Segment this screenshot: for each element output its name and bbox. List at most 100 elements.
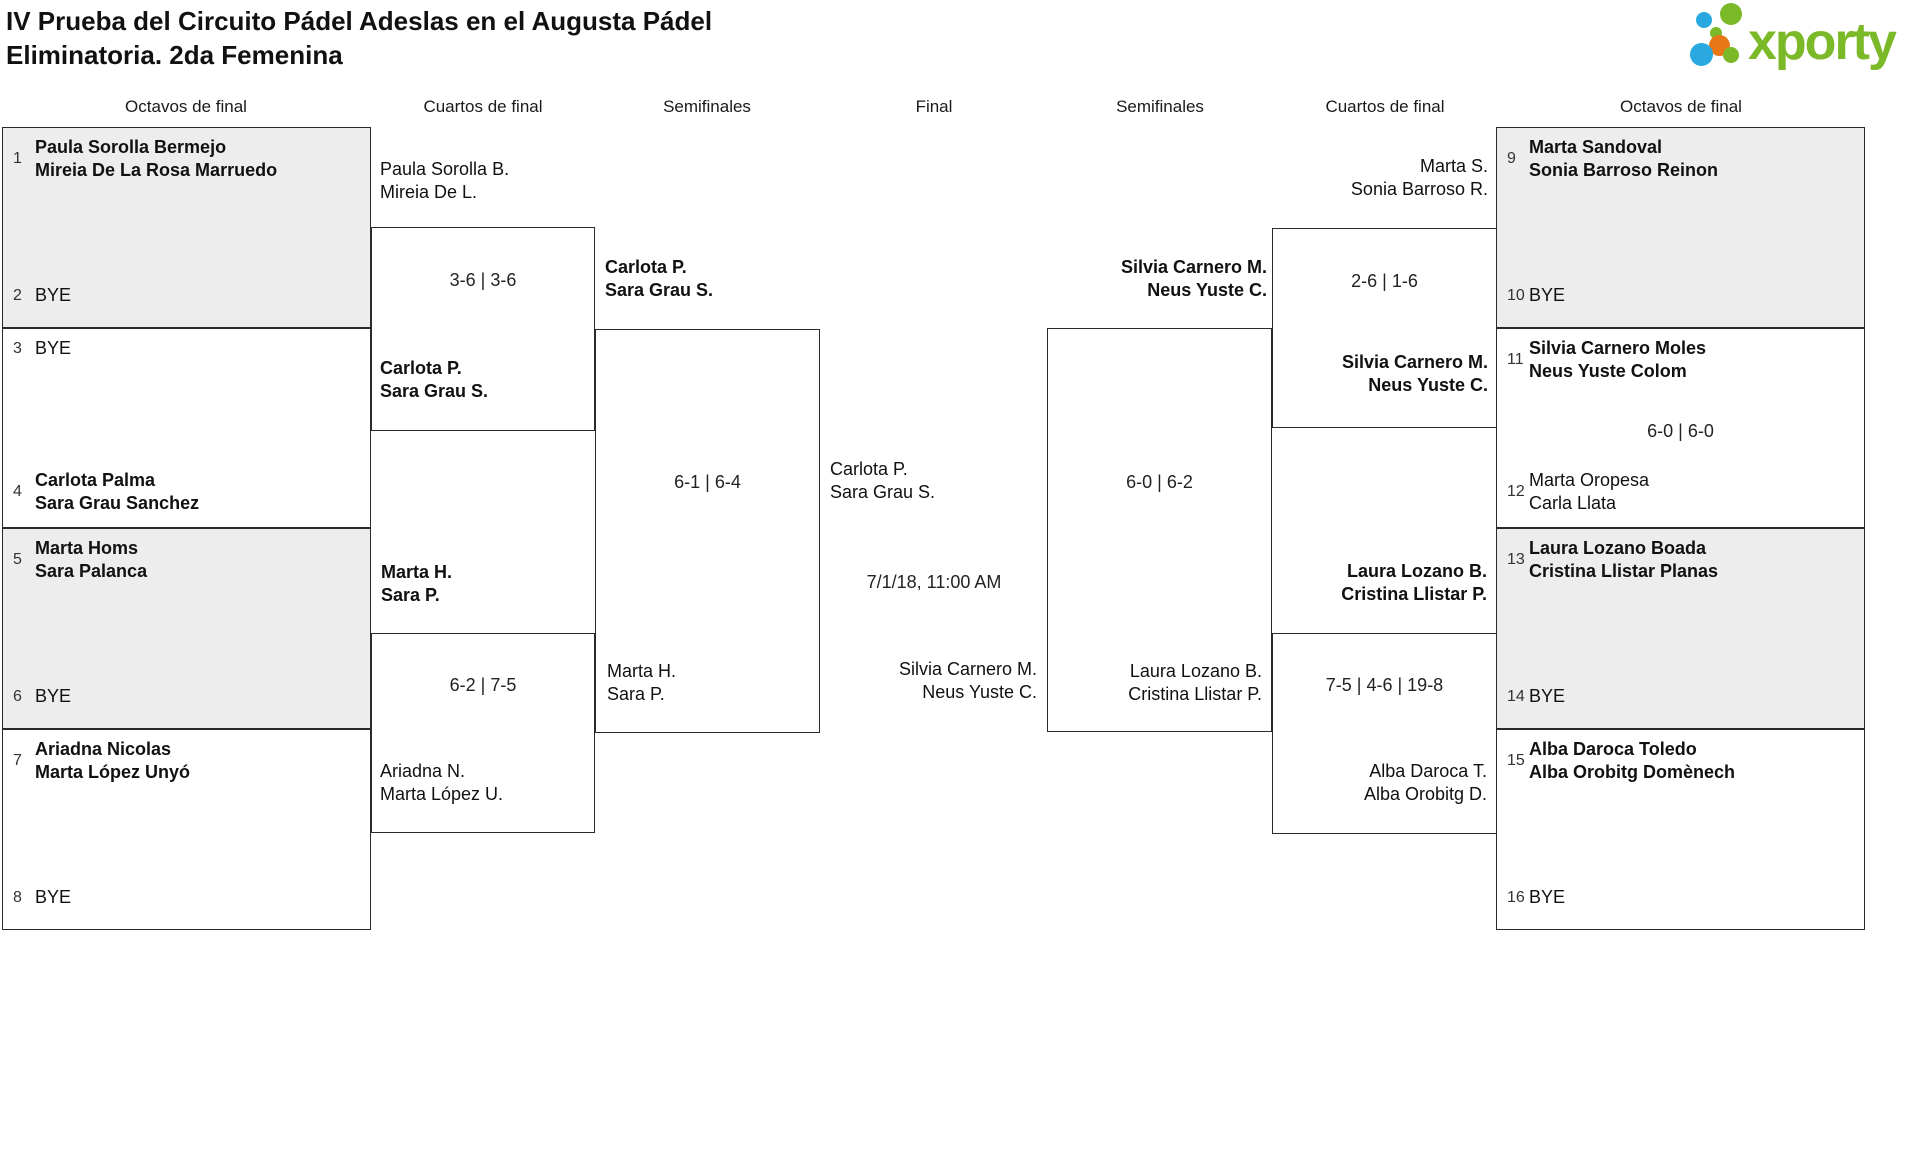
cuartos-l2-top-team: Marta H.Sara P. — [381, 562, 453, 605]
seed-number: 3 — [13, 339, 22, 357]
match-score: 6-0 | 6-0 — [1647, 421, 1714, 441]
match-box-cuartos-l1 — [371, 227, 595, 431]
seed-number: 10 — [1507, 286, 1525, 304]
round-header-cuartos-right: Cuartos de final — [1325, 97, 1445, 116]
team-names: BYE — [1529, 285, 1566, 305]
seed-number: 15 — [1507, 752, 1525, 769]
team-names: BYE — [35, 887, 72, 907]
round-header-octavos-right: Octavos de final — [1620, 97, 1742, 116]
bracket-slot: 14 BYE — [1507, 685, 1858, 708]
round-header-semis-left: Semifinales — [663, 97, 751, 116]
seed-number: 13 — [1507, 551, 1525, 568]
logo-dot-icon — [1690, 43, 1713, 66]
cuartos-r1-top-team: Marta S.Sonia Barroso R. — [1350, 156, 1488, 199]
cuartos-l2-score: 6-2 | 7-5 — [449, 675, 517, 695]
seed-number: 9 — [1507, 150, 1516, 167]
semifinal-left-top-team: Carlota P.Sara Grau S. — [605, 257, 714, 300]
page-title: IV Prueba del Circuito Pádel Adeslas en … — [6, 4, 712, 72]
cuartos-r2-top-team: Laura Lozano B.Cristina Llistar P. — [1341, 561, 1487, 604]
cuartos-l1-top-team: Paula Sorolla B.Mireia De L. — [380, 159, 510, 202]
final-left-team: Carlota P.Sara Grau S. — [830, 459, 936, 502]
seed-number: 4 — [13, 483, 22, 500]
final-right-team: Silvia Carnero M.Neus Yuste C. — [898, 659, 1037, 702]
bracket-slot: 6 BYE — [13, 685, 364, 708]
round-header-final: Final — [915, 97, 953, 116]
cuartos-l1-bottom-team: Carlota P.Sara Grau S. — [380, 358, 489, 401]
match-box-cuartos-r2 — [1272, 633, 1497, 834]
seed-number: 1 — [13, 150, 22, 167]
bracket-slot: 10 BYE — [1507, 284, 1858, 307]
semifinal-right-bottom-team: Laura Lozano B.Cristina Llistar P. — [1128, 661, 1262, 704]
cuartos-r1-score: 2-6 | 1-6 — [1351, 271, 1418, 291]
logo-dot-icon — [1723, 47, 1739, 63]
logo-dot-icon — [1696, 12, 1712, 28]
cuartos-r1-bottom-team: Silvia Carnero M.Neus Yuste C. — [1341, 352, 1488, 395]
xporty-logo[interactable]: xporty — [0, 0, 1920, 90]
final-schedule: 7/1/18, 11:00 AM — [866, 572, 1002, 592]
semifinal-right-top-team: Silvia Carnero M.Neus Yuste C. — [1120, 257, 1267, 300]
seed-number: 8 — [13, 888, 22, 906]
logo-wordmark: xporty — [1748, 13, 1897, 71]
team-names: BYE — [35, 338, 72, 358]
seed-number: 2 — [13, 286, 22, 304]
page-title-line1: IV Prueba del Circuito Pádel Adeslas en … — [6, 6, 713, 36]
round-header-octavos-left: Octavos de final — [125, 97, 247, 116]
seed-number: 16 — [1507, 888, 1525, 906]
match-box-semifinal-right — [1047, 328, 1272, 732]
team-names: BYE — [1529, 887, 1566, 907]
match-box-cuartos-r1 — [1272, 228, 1497, 428]
seed-number: 7 — [13, 752, 22, 769]
seed-number: 5 — [13, 551, 22, 568]
semifinal-left-bottom-team: Marta H.Sara P. — [607, 661, 677, 704]
match-box-cuartos-l2 — [371, 633, 595, 833]
cuartos-r2-score: 7-5 | 4-6 | 19-8 — [1325, 675, 1444, 695]
seed-number: 12 — [1507, 483, 1525, 500]
bracket-slot: 8 BYE — [13, 886, 364, 909]
bracket-slot: 3 BYE — [13, 337, 364, 360]
semifinal-left-score: 6-1 | 6-4 — [674, 472, 741, 492]
semifinal-right-score: 6-0 | 6-2 — [1126, 472, 1193, 492]
page-title-line2: Eliminatoria. 2da Femenina — [6, 40, 343, 70]
bracket-slot: 16 BYE — [1507, 886, 1858, 909]
round-header-semis-right: Semifinales — [1116, 97, 1204, 116]
cuartos-r2-bottom-team: Alba Daroca T.Alba Orobitg D. — [1363, 761, 1487, 804]
seed-number: 6 — [13, 687, 22, 705]
match-box-semifinal-left — [595, 329, 820, 733]
round-header-cuartos-left: Cuartos de final — [423, 97, 543, 116]
cuartos-l1-score: 3-6 | 3-6 — [449, 270, 517, 290]
bracket-slot: 2 BYE — [13, 284, 364, 307]
team-names: BYE — [1529, 686, 1566, 706]
team-names: BYE — [35, 686, 72, 706]
seed-number: 14 — [1507, 687, 1525, 705]
cuartos-l2-bottom-team: Ariadna N.Marta López U. — [380, 761, 504, 804]
logo-dot-icon — [1720, 3, 1742, 25]
team-names: BYE — [35, 285, 72, 305]
seed-number: 11 — [1507, 351, 1524, 368]
